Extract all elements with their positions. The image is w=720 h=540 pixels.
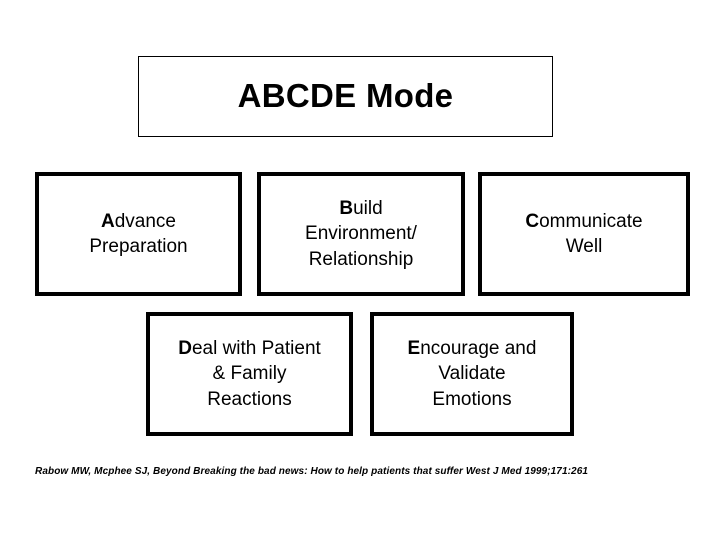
step-rest-e: ncourage and Validate Emotions [420, 338, 537, 410]
step-lead-letter-b: B [339, 198, 354, 220]
step-box-advance-preparation[interactable]: Advance Preparation [35, 172, 242, 296]
step-label-encourage-validate-emotions: Encourage and Validate Emotions [408, 336, 537, 411]
step-label-communicate-well: Communicate Well [525, 209, 642, 259]
step-lead-letter-e: E [407, 338, 421, 360]
step-box-deal-with-patient-family-reactions[interactable]: Deal with Patient & Family Reactions [146, 312, 353, 436]
step-lead-letter-a: A [100, 210, 115, 232]
step-box-communicate-well[interactable]: Communicate Well [478, 172, 690, 296]
title-box: ABCDE Mode [138, 56, 553, 137]
step-box-encourage-validate-emotions[interactable]: Encourage and Validate Emotions [370, 312, 574, 436]
step-lead-letter-c: C [525, 210, 540, 232]
step-rest-c: ommunicate Well [539, 210, 643, 257]
step-label-deal-with-patient-family-reactions: Deal with Patient & Family Reactions [178, 336, 321, 411]
step-lead-letter-d: D [178, 338, 192, 360]
step-label-advance-preparation: Advance Preparation [89, 209, 187, 259]
citation-reference: Rabow MW, Mcphee SJ, Beyond Breaking the… [35, 466, 589, 477]
step-box-build-environment-relationship[interactable]: Build Environment/ Relationship [257, 172, 465, 296]
page-title: ABCDE Mode [237, 77, 454, 115]
step-rest-d: eal with Patient & Family Reactions [191, 338, 321, 410]
step-rest-b: uild Environment/ Relationship [305, 198, 417, 270]
step-label-build-environment-relationship: Build Environment/ Relationship [305, 196, 417, 271]
step-rest-a: dvance Preparation [89, 210, 188, 257]
